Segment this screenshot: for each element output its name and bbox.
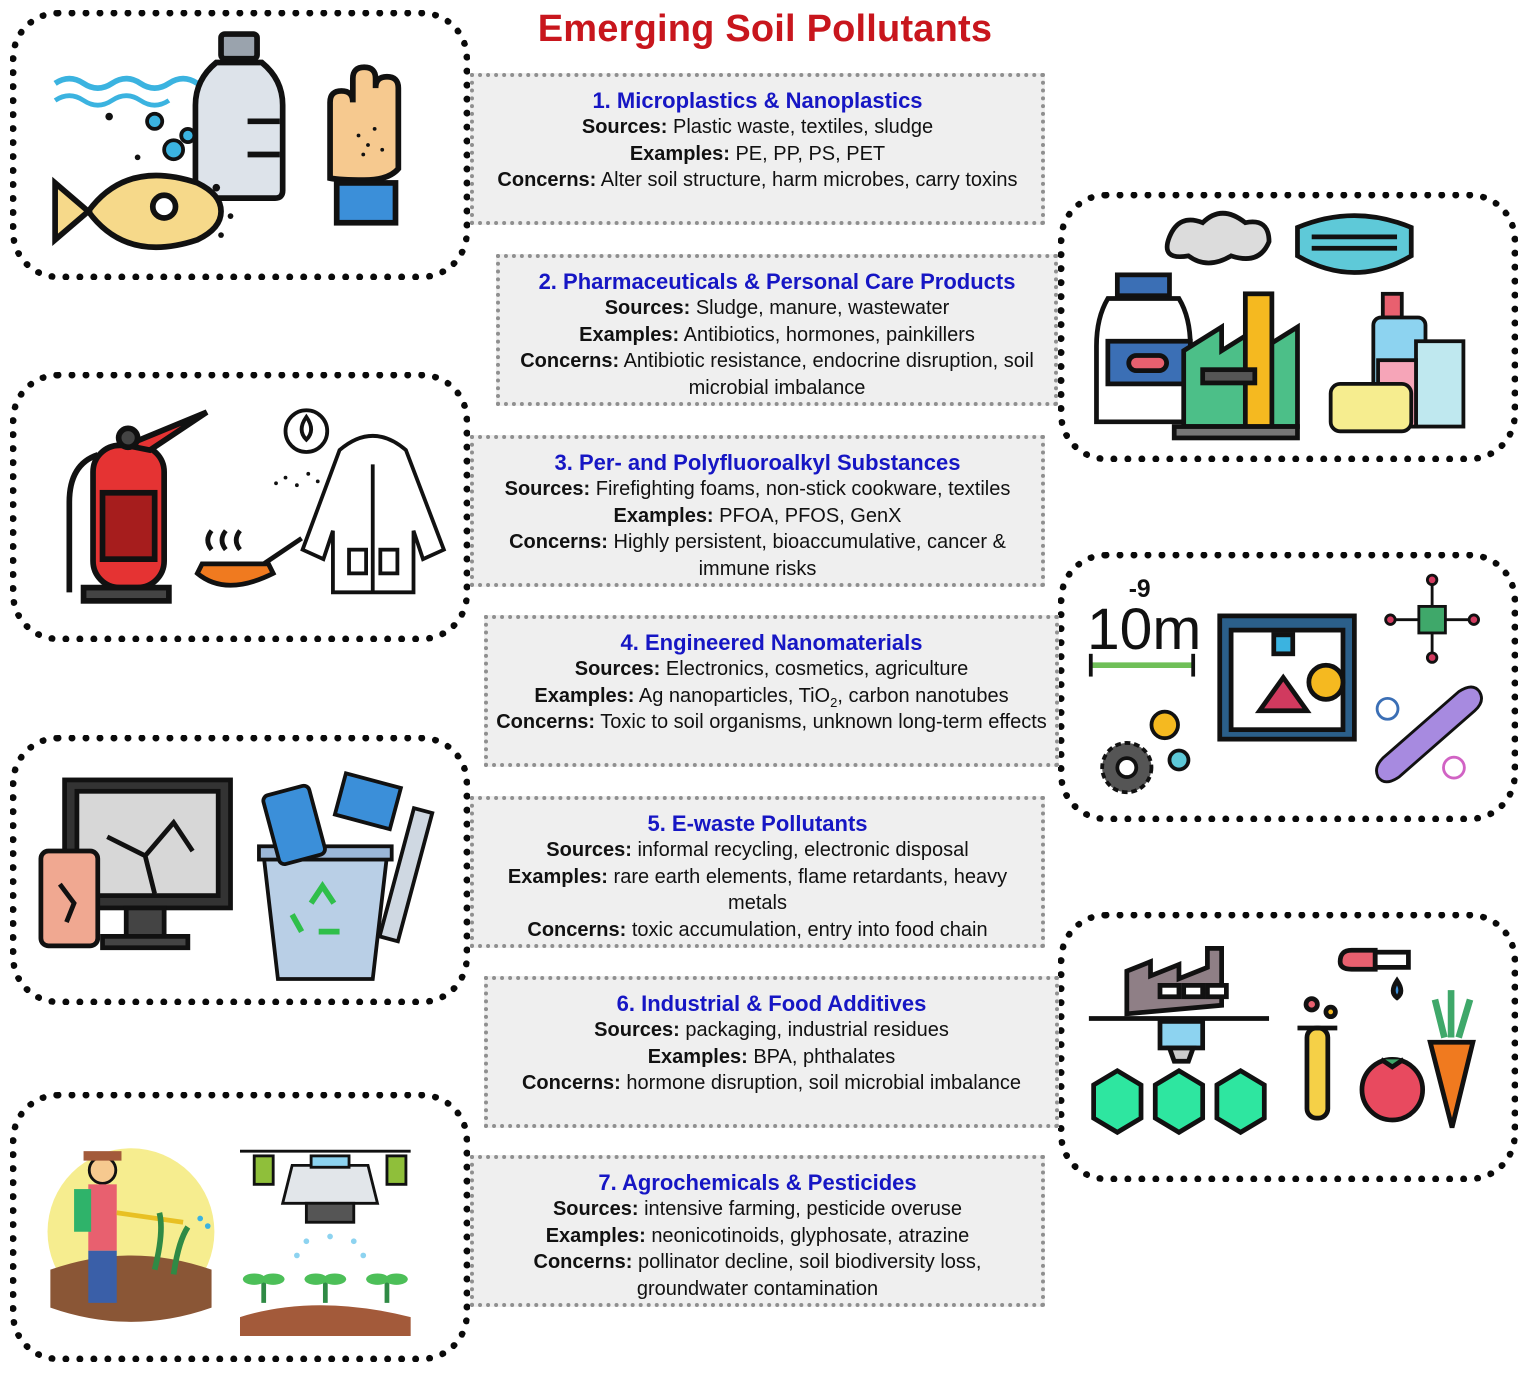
spraying-drone-icon [240,1149,411,1224]
nano-scale-base: 10m [1087,597,1201,662]
concerns-line: Concerns: Antibiotic resistance, endocri… [520,350,1034,399]
e-waste-illustration [38,770,435,981]
gears-icon [1100,709,1191,795]
microplastics-illustration [52,31,402,251]
hand-microplastics-icon [327,64,402,226]
pollutant-box-7: 7. Agrochemicals & Pesticides Sources: i… [470,1155,1045,1307]
page-title: Emerging Soil Pollutants [537,8,993,50]
pollutant-box-5: 5. E-waste Pollutants Sources: informal … [470,796,1045,948]
microplastic-particles-icon [145,111,197,162]
nano-scale-exponent: -9 [1129,576,1151,603]
dropper-test-tube-icon [1297,947,1411,1121]
frying-pan-icon [194,529,303,588]
face-mask-icon [1295,213,1414,275]
additive-cubes-icon [1091,1067,1267,1136]
sources-line: Sources: intensive farming, pesticide ov… [552,1198,963,1220]
pollutant-box-6: 6. Industrial & Food Additives Sources: … [484,976,1059,1128]
factory-smoke-icon [1164,210,1300,441]
food-additives-icon-panel [1058,912,1518,1182]
pollutant-heading: 7. Agrochemicals & Pesticides [598,1170,917,1195]
water-repellent-icon [283,408,330,454]
pollutant-heading: 6. Industrial & Food Additives [616,991,927,1016]
sources-line: Sources: Sludge, manure, wastewater [604,297,950,319]
agrochemicals-illustration [47,1148,411,1337]
concerns-line: Concerns: Alter soil structure, harm mic… [497,169,1018,191]
examples-line: Examples: rare earth elements, flame ret… [507,865,1008,915]
pollutant-heading: 3. Per- and Polyfluoroalkyl Substances [554,450,961,475]
discarded-tablet-icon [261,770,435,944]
sources-line: Sources: packaging, industrial residues [594,1019,949,1041]
concerns-line: Concerns: hormone disruption, soil micro… [521,1072,1022,1094]
e-waste-icon-panel [10,735,470,1005]
carrot-icon [1427,990,1476,1129]
pfas-icon-panel [10,372,470,642]
nanomaterials-illustration: 10m -9 [1087,573,1483,795]
nano-printer-icon [1217,613,1357,742]
water-wave-icon [53,75,199,91]
examples-line: Examples: Antibiotics, hormones, painkil… [579,323,975,346]
seedlings-icon [240,1273,411,1337]
nanomaterials-icon-panel: 10m -9 [1058,552,1518,822]
food-additives-illustration [1088,946,1476,1136]
industrial-plant-icon [1088,946,1270,1064]
fish-icon [52,172,224,251]
microplastics-icon-panel [10,10,470,280]
sources-line: Sources: Electronics, cosmetics, agricul… [574,658,969,680]
concerns-line: Concerns: Toxic to soil organisms, unkno… [496,711,1047,733]
pharmaceuticals-icon-panel [1058,192,1518,462]
pollutant-box-4: 4. Engineered Nanomaterials Sources: Ele… [484,615,1059,767]
personal-care-products-icon [1328,291,1466,434]
scale-bar-icon [1088,653,1196,677]
sources-line: Sources: Plastic waste, textiles, sludge [581,116,934,138]
nano-chip-network-icon [1384,573,1480,664]
farmer-spraying-icon [47,1148,215,1322]
pfas-illustration [66,408,447,604]
pollutant-heading: 1. Microplastics & Nanoplastics [592,88,923,113]
pollutant-heading: 4. Engineered Nanomaterials [620,630,923,655]
concerns-line: Concerns: pollinator decline, soil biodi… [533,1251,982,1300]
pharmaceuticals-illustration [1094,210,1466,441]
pollutant-box-3: 3. Per- and Polyfluoroalkyl Substances S… [470,435,1045,587]
plastic-bottle-icon [192,31,286,201]
pollutant-box-2: 2. Pharmaceuticals & Personal Care Produ… [496,254,1058,406]
fire-extinguisher-icon [66,409,209,604]
pollutant-heading: 2. Pharmaceuticals & Personal Care Produ… [538,269,1016,294]
broken-phone-icon [38,848,101,949]
concerns-line: Concerns: Highly persistent, bioaccumula… [509,531,1006,580]
tomato-icon [1359,1056,1426,1123]
sources-line: Sources: Firefighting foams, non-stick c… [504,478,1011,500]
concerns-line: Concerns: toxic accumulation, entry into… [527,918,988,941]
examples-line: Examples: PE, PP, PS, PET [629,142,886,165]
raincoat-icon [300,434,447,595]
examples-line: Examples: PFOA, PFOS, GenX [613,504,902,527]
agrochemicals-icon-panel [10,1092,470,1362]
medicine-bottle-icon [1094,272,1193,425]
pollutant-box-1: 1. Microplastics & Nanoplastics Sources:… [470,73,1045,225]
recycle-bin-icon [257,844,394,981]
carbon-nanotube-icon [1375,685,1483,784]
pollutant-heading: 5. E-waste Pollutants [647,811,868,836]
sources-line: Sources: informal recycling, electronic … [546,839,969,861]
examples-line: Examples: BPA, phthalates [647,1045,896,1068]
examples-line: Examples: neonicotinoids, glyphosate, at… [545,1224,970,1247]
examples-line: Examples: Ag nanoparticles, TiO2, carbon… [534,684,1009,710]
